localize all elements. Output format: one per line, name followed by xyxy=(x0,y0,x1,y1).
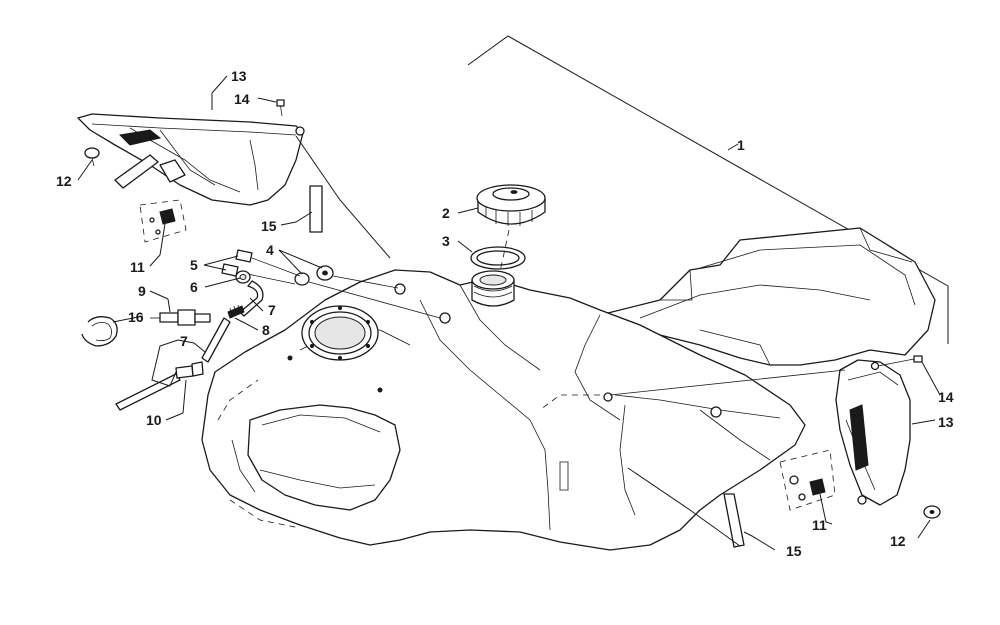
callout-12-right: 12 xyxy=(890,533,906,549)
fuel-cap xyxy=(476,184,546,226)
callout-3: 3 xyxy=(442,233,450,249)
push-rivet xyxy=(923,505,941,519)
mount-hole xyxy=(439,312,451,324)
callout-13-right: 13 xyxy=(938,414,954,430)
callout-7-lower: 7 xyxy=(180,333,188,349)
washer xyxy=(316,265,334,281)
callout-labels: 1 2 3 4 5 6 7 7 8 9 10 11 11 12 12 13 13… xyxy=(56,68,954,559)
mount-hole xyxy=(710,406,722,418)
callout-1: 1 xyxy=(737,137,745,153)
callout-16: 16 xyxy=(128,309,144,325)
callout-15-right: 15 xyxy=(786,543,802,559)
callout-11-right: 11 xyxy=(812,517,827,533)
check-valve xyxy=(227,304,245,319)
callout-12-top: 12 xyxy=(56,173,72,189)
callout-9: 9 xyxy=(138,283,146,299)
callout-10: 10 xyxy=(146,412,162,428)
tank-left-recess xyxy=(247,404,401,511)
washer xyxy=(294,272,310,286)
leader-lines xyxy=(77,75,941,551)
retaining-clip xyxy=(81,316,118,347)
callout-8: 8 xyxy=(262,322,270,338)
callout-5: 5 xyxy=(190,257,198,273)
callout-14-top: 14 xyxy=(234,91,250,107)
vent-fitting xyxy=(221,263,296,285)
callout-4: 4 xyxy=(266,242,274,258)
filler-neck xyxy=(471,270,515,307)
side-shield-left xyxy=(77,113,305,206)
callout-11-top: 11 xyxy=(130,259,145,275)
vent-hose xyxy=(201,317,231,363)
foam-strip xyxy=(723,493,745,548)
callout-14-right: 14 xyxy=(938,389,954,405)
callout-13-top: 13 xyxy=(231,68,247,84)
fuel-fitting xyxy=(150,309,211,326)
cap-gasket xyxy=(470,246,526,270)
side-shield-right xyxy=(835,359,911,506)
mounting-plate xyxy=(779,449,836,511)
callout-2: 2 xyxy=(442,205,450,221)
assembly-bracket xyxy=(467,35,949,344)
vent-hose xyxy=(115,373,181,411)
callout-7-upper: 7 xyxy=(268,302,276,318)
hose-clamp xyxy=(235,270,251,284)
fuel-tank xyxy=(201,227,936,551)
mount-hole xyxy=(394,283,406,295)
fuel-fitting xyxy=(175,361,204,379)
callout-15-top: 15 xyxy=(261,218,277,234)
screw xyxy=(877,355,923,367)
screw xyxy=(276,99,285,117)
push-rivet xyxy=(84,147,100,167)
tank-rear-extension xyxy=(599,227,936,366)
callout-6: 6 xyxy=(190,279,198,295)
mount-hole xyxy=(603,392,613,402)
fuel-pump-opening xyxy=(301,305,379,361)
mounting-plate xyxy=(139,199,187,243)
foam-strip xyxy=(309,185,323,233)
